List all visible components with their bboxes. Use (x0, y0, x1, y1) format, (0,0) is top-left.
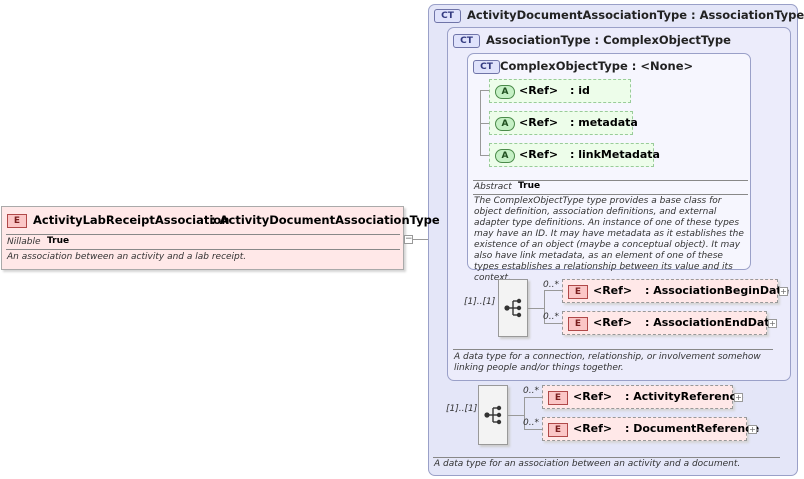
connector-line (524, 397, 542, 398)
expand-icon[interactable]: + (779, 287, 788, 296)
connector-line (544, 290, 545, 324)
expand-icon[interactable]: + (734, 393, 743, 402)
attribute-id[interactable]: A <Ref> : id (489, 79, 631, 103)
attribute-name: : id (570, 84, 590, 97)
divider (433, 457, 780, 458)
element-ref: <Ref> (573, 390, 613, 403)
element-occurrence: 0..* (543, 312, 559, 322)
complex-type-badge: CT (434, 9, 461, 23)
middle-type-description: A data type for a connection, relationsh… (454, 352, 761, 373)
outer-type-description: A data type for an association between a… (434, 459, 741, 469)
root-element-description: An association between an activity and a… (7, 252, 247, 262)
divider (6, 249, 400, 250)
connector-line (524, 429, 542, 430)
element-ref: <Ref> (593, 316, 633, 329)
abstract-label: Abstract (474, 182, 512, 192)
divider (453, 349, 773, 350)
sequence-compositor[interactable] (498, 279, 528, 337)
collapse-icon[interactable]: − (404, 234, 413, 244)
connector-line (544, 323, 562, 324)
element-occurrence: 0..* (523, 386, 539, 396)
sequence-occurrence: [1]..[1] (464, 297, 496, 307)
attribute-badge: A (495, 149, 515, 163)
root-element-type: : ActivityDocumentAssociationType (211, 213, 440, 227)
element-name: : AssociationEndDate (645, 316, 778, 329)
outer-type-title: ActivityDocumentAssociationType : Associ… (467, 8, 804, 22)
divider (6, 234, 400, 235)
element-badge: E (548, 423, 568, 437)
connector-line (528, 308, 544, 309)
middle-type-title: AssociationType : ComplexObjectType (486, 33, 731, 47)
attribute-badge: A (495, 117, 515, 131)
element-badge: E (548, 391, 568, 405)
attribute-ref: <Ref> (519, 148, 559, 161)
complex-type-badge: CT (473, 60, 500, 74)
connector-line (480, 155, 489, 156)
divider (473, 180, 748, 181)
attribute-name: : linkMetadata (570, 148, 660, 161)
divider (473, 194, 748, 195)
element-occurrence: 0..* (543, 280, 559, 290)
inner-type-description: The ComplexObjectType type provides a ba… (474, 196, 744, 283)
element-document-reference[interactable]: E <Ref> : DocumentReference (542, 417, 759, 441)
root-element-name: ActivityLabReceiptAssociation (33, 213, 230, 227)
sequence-compositor[interactable] (478, 385, 508, 445)
connector-line (524, 397, 525, 430)
element-badge: E (568, 317, 588, 331)
attribute-ref: <Ref> (519, 84, 559, 97)
sequence-icon (484, 405, 502, 425)
connector-line (544, 290, 562, 291)
element-ref: <Ref> (593, 284, 633, 297)
sequence-occurrence: [1]..[1] (446, 404, 478, 414)
inner-type-title: ComplexObjectType : <None> (500, 59, 694, 73)
connector-line (508, 415, 524, 416)
connector-line (404, 239, 438, 240)
element-occurrence: 0..* (523, 418, 539, 428)
sequence-icon (504, 298, 522, 318)
connector-line (480, 90, 489, 91)
expand-icon[interactable]: + (768, 319, 777, 328)
complex-type-badge: CT (453, 34, 480, 48)
element-ref: <Ref> (573, 422, 613, 435)
element-badge: E (568, 285, 588, 299)
nillable-value: True (47, 236, 70, 246)
abstract-value: True (518, 181, 541, 191)
connector-line (480, 123, 489, 124)
element-association-begin-date[interactable]: E <Ref> : AssociationBeginDate (562, 279, 789, 303)
element-activity-reference[interactable]: E <Ref> : ActivityReference (542, 385, 744, 409)
element-badge: E (7, 214, 27, 228)
nillable-label: Nillable (7, 237, 41, 247)
element-association-end-date[interactable]: E <Ref> : AssociationEndDate (562, 311, 777, 335)
element-name: : AssociationBeginDate (645, 284, 790, 297)
root-element-activity-lab-receipt-association[interactable]: E ActivityLabReceiptAssociation : Activi… (1, 206, 440, 270)
attribute-link-metadata[interactable]: A <Ref> : linkMetadata (489, 143, 660, 167)
expand-icon[interactable]: + (748, 425, 757, 434)
element-name: : DocumentReference (625, 422, 760, 435)
attribute-metadata[interactable]: A <Ref> : metadata (489, 111, 638, 135)
attribute-badge: A (495, 85, 515, 99)
element-name: : ActivityReference (625, 390, 744, 403)
attribute-ref: <Ref> (519, 116, 559, 129)
attribute-name: : metadata (570, 116, 638, 129)
